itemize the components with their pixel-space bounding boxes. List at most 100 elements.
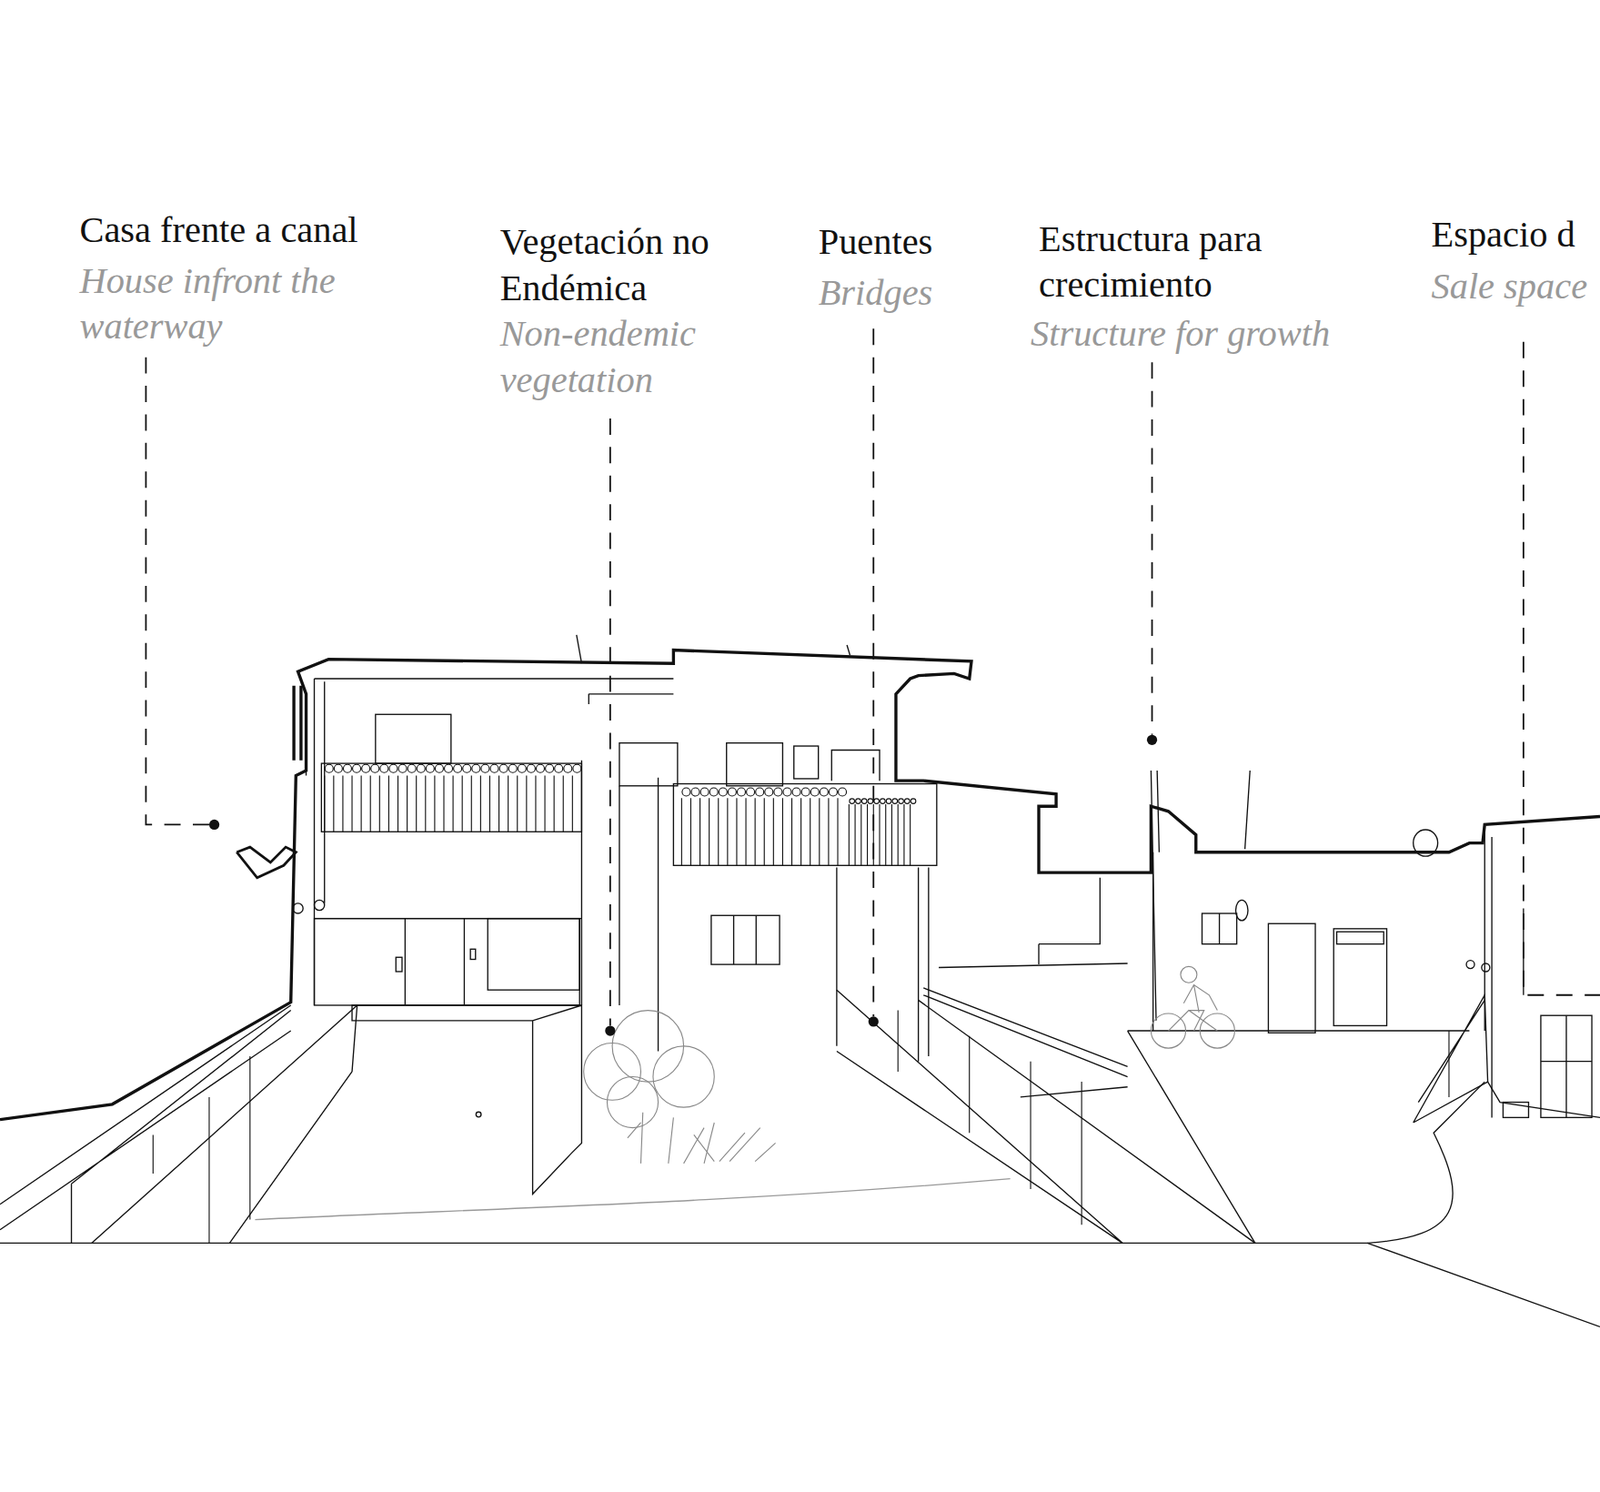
railing-bar	[397, 775, 399, 833]
leader-line	[145, 357, 210, 826]
railing-ring	[746, 787, 755, 796]
tree-trunk	[627, 1112, 674, 1164]
railing-ring	[709, 787, 718, 796]
gutter	[236, 846, 296, 878]
railing-ring	[362, 764, 371, 773]
railing-bar	[717, 797, 719, 866]
railing-bar	[553, 775, 555, 833]
railing-ring	[573, 764, 582, 773]
railing-bar	[471, 775, 473, 833]
railing-bar	[903, 804, 905, 866]
railing-bar	[525, 775, 527, 833]
railing-ring	[434, 764, 443, 773]
railing-bar	[433, 775, 435, 833]
railing-bar	[836, 797, 838, 866]
railing-bar	[452, 775, 454, 833]
handle	[395, 956, 403, 972]
bridge-post	[249, 1056, 251, 1219]
silhouette	[0, 650, 1600, 1120]
tree	[583, 1010, 776, 1164]
railing-ring	[398, 764, 407, 773]
lamp	[1236, 899, 1248, 920]
bridge	[1127, 1030, 1470, 1243]
railing-bar	[891, 804, 893, 866]
railing-ring	[774, 787, 783, 796]
railing-bar	[866, 804, 868, 866]
railing-ring	[444, 764, 453, 773]
leader-lines	[145, 328, 1600, 1026]
railing-bar	[442, 775, 444, 833]
retaining-wall	[1367, 1081, 1600, 1243]
railing-bar	[809, 797, 811, 866]
railing-ring	[828, 787, 837, 796]
railing-bar	[498, 775, 500, 833]
railing-bar	[534, 775, 536, 833]
railing-bar	[800, 797, 802, 866]
window	[375, 714, 452, 764]
railing-bar	[415, 775, 417, 833]
railing-bar	[370, 775, 372, 833]
railing-ring	[874, 798, 880, 805]
pipe	[306, 681, 325, 903]
bridge-post	[968, 1036, 970, 1134]
railing-bar	[563, 775, 564, 833]
railing-ring	[407, 764, 416, 773]
railing-ring	[819, 787, 828, 796]
handle	[470, 948, 476, 959]
railing-ring	[508, 764, 517, 773]
balcony	[321, 763, 582, 832]
railing-bar	[323, 775, 325, 833]
cyclist	[1150, 966, 1235, 1048]
window	[1201, 913, 1237, 945]
callout-label: Vegetación no Endémica	[500, 219, 751, 312]
railing-bar	[909, 804, 911, 866]
railing-ring	[892, 798, 898, 805]
leader-dot	[209, 819, 220, 830]
railing-bar	[379, 775, 381, 833]
railing-ring	[333, 764, 343, 773]
callout-translation: Sale space	[1430, 262, 1594, 309]
railing-ring	[904, 798, 910, 805]
railing-bar	[764, 797, 765, 866]
window	[619, 743, 678, 786]
railing-ring	[792, 787, 801, 796]
railing-bar	[462, 775, 463, 833]
railing-ring	[885, 798, 892, 805]
railing-ring	[472, 764, 481, 773]
railing-bar	[572, 775, 574, 833]
callout-label: Puentes	[818, 219, 1023, 265]
railing-ring	[838, 787, 847, 796]
railing-ring	[462, 764, 472, 773]
ground-line	[0, 1242, 1600, 1327]
dot	[1481, 963, 1490, 972]
railing-bar	[489, 775, 491, 833]
railing-bar	[681, 797, 683, 866]
door	[1333, 928, 1387, 1027]
railing-ring	[801, 787, 810, 796]
bike	[1167, 985, 1218, 1031]
window	[726, 743, 784, 786]
door	[404, 918, 464, 1006]
railing-ring	[910, 798, 916, 805]
callout-label: Casa frente a canal	[80, 207, 427, 253]
railing-bar	[516, 775, 518, 833]
window	[711, 915, 780, 965]
railing-bar	[480, 775, 482, 833]
railing-bar	[782, 797, 784, 866]
dot	[1466, 960, 1475, 969]
railing-ring	[855, 798, 862, 805]
railing-ring	[563, 764, 573, 773]
door	[1523, 907, 1592, 1117]
railing-ring	[737, 787, 746, 796]
railing-bar	[855, 804, 856, 866]
railing-bar	[332, 775, 334, 833]
balcony	[673, 784, 936, 866]
bridge	[0, 1005, 358, 1243]
railing-ring	[536, 764, 545, 773]
railing-ring	[755, 787, 765, 796]
bridge	[836, 987, 1256, 1243]
tree-crown	[606, 1076, 658, 1128]
railing-ring	[727, 787, 736, 796]
